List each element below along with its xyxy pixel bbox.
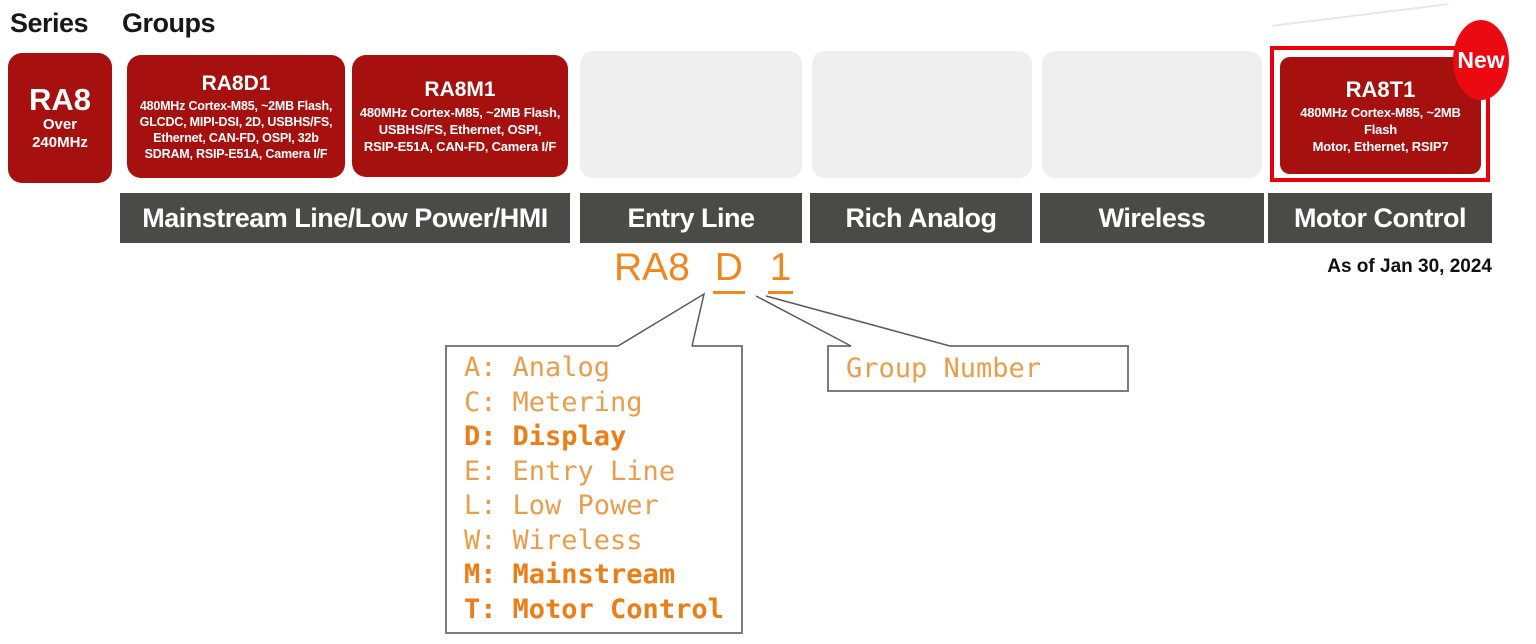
legend-code: E: <box>464 455 497 487</box>
legend-row: W: Wireless <box>464 524 734 559</box>
series-letter-pointer-lines <box>617 292 706 347</box>
group-placeholder-wireless <box>1042 51 1262 178</box>
group-box-desc-line: Motor, Ethernet, RSIP7 <box>1312 138 1449 154</box>
category-bar-wireless: Wireless <box>1040 193 1264 243</box>
legend-label: Mainstream <box>512 559 676 590</box>
group-number-pointer-lines <box>755 295 951 347</box>
category-bar-rich-analog: Rich Analog <box>810 193 1032 243</box>
category-bar-mainstream: Mainstream Line/Low Power/HMI <box>120 193 570 243</box>
legend-code: M: <box>464 559 497 590</box>
legend-row: T: Motor Control <box>464 593 734 628</box>
group-placeholder-entry-line <box>580 51 802 178</box>
group-box-desc-line: 480MHz Cortex-M85, ~2MB Flash <box>1300 104 1461 137</box>
group-box-desc-line: RSIP-E51A, CAN-FD, Camera I/F <box>363 138 557 154</box>
legend-label: Analog <box>512 352 611 383</box>
series-box-subtitle-line1: Over <box>42 116 78 134</box>
legend-label: Entry Line <box>512 455 676 487</box>
legend-row: E: Entry Line <box>464 455 734 490</box>
part-code-group-number: 1 <box>767 246 794 294</box>
group-box-desc-line: Ethernet, CAN-FD, OSPI, 32b <box>153 130 319 145</box>
group-box-ra8d1: RA8D1 480MHz Cortex-M85, ~2MB Flash, GLC… <box>127 55 345 178</box>
legend-label: Low Power <box>512 490 659 521</box>
part-code-series-letter: D <box>712 246 745 294</box>
category-bar-entry-line: Entry Line <box>580 193 802 243</box>
legend-code: T: <box>464 593 497 625</box>
legend-row: D: Display <box>464 420 734 455</box>
series-box-ra8: RA8 Over 240MHz <box>8 53 112 183</box>
decorative-line <box>1272 3 1448 27</box>
new-badge: New <box>1453 20 1509 100</box>
series-box-title: RA8 <box>28 81 91 117</box>
legend-row: L: Low Power <box>464 489 734 524</box>
series-heading: Series <box>10 8 89 38</box>
legend-code: C: <box>464 386 497 418</box>
ra8t1-highlight-outline <box>1270 46 1490 182</box>
group-box-desc-line: SDRAM, RSIP-E51A, Camera I/F <box>144 146 328 161</box>
legend-code: L: <box>464 490 497 521</box>
legend-row: A: Analog <box>464 351 734 386</box>
legend-code: W: <box>464 524 497 556</box>
legend-label: Metering <box>512 386 643 418</box>
group-box-title: RA8M1 <box>424 78 496 102</box>
group-box-desc-line: 480MHz Cortex-M85, ~2MB Flash, <box>139 98 333 113</box>
series-box-subtitle-line2: 240MHz <box>32 134 88 152</box>
part-code-prefix: RA8 <box>614 246 690 289</box>
group-placeholder-rich-analog <box>812 51 1032 178</box>
part-code: RA8 D 1 <box>614 246 794 294</box>
legend-code: D: <box>464 421 497 452</box>
group-box-desc-line: USBHS/FS, Ethernet, OSPI, <box>378 121 542 137</box>
legend-label: Motor Control <box>512 593 724 625</box>
group-box-desc-line: GLCDC, MIPI-DSI, 2D, USBHS/FS, <box>139 114 333 129</box>
group-box-ra8t1: RA8T1 480MHz Cortex-M85, ~2MB Flash Moto… <box>1280 57 1481 174</box>
group-box-title: RA8D1 <box>201 72 271 96</box>
as-of-date: As of Jan 30, 2024 <box>1327 256 1492 277</box>
group-box-desc-line: 480MHz Cortex-M85, ~2MB Flash, <box>359 104 561 120</box>
legend-label: Display <box>512 421 627 452</box>
group-box-title: RA8T1 <box>1345 77 1416 103</box>
series-letter-legend: A: Analog C: Metering D: Display E: Entry Li… <box>464 351 734 627</box>
legend-label: Wireless <box>512 524 643 556</box>
groups-heading: Groups <box>122 8 216 38</box>
group-number-label: Group Number <box>846 353 1042 384</box>
legend-row: M: Mainstream <box>464 558 734 593</box>
legend-code: A: <box>464 352 497 383</box>
category-bar-motor-control: Motor Control <box>1268 193 1492 243</box>
legend-row: C: Metering <box>464 386 734 421</box>
group-box-ra8m1: RA8M1 480MHz Cortex-M85, ~2MB Flash, USB… <box>352 55 568 177</box>
